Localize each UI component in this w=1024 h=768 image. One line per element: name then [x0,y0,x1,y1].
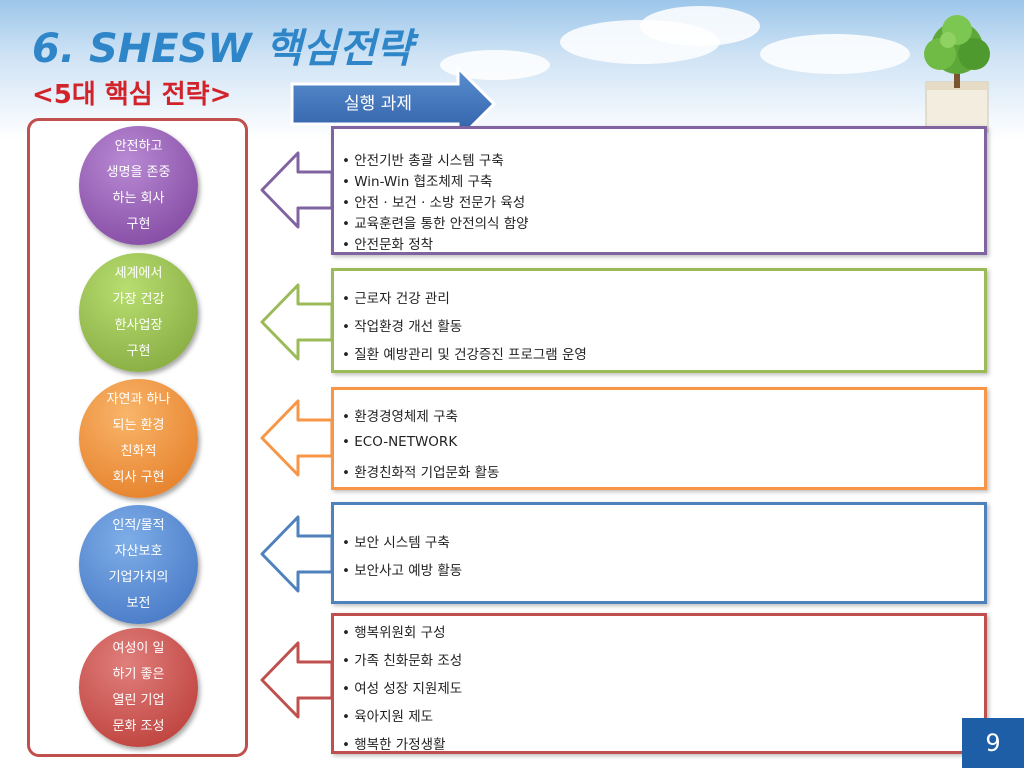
task-item: • 안전문화 정착 [342,237,434,253]
circle-line: 하기 좋은 [112,666,165,682]
task-item: • 교육훈련을 통한 안전의식 함양 [342,216,529,232]
circle-line: 안전하고 [114,138,163,154]
task-item: • 안전 · 보건 · 소방 전문가 육성 [342,195,526,211]
page-number-badge: 9 [962,718,1024,768]
task-box-security: • 보안 시스템 구축 • 보안사고 예방 활동 [331,502,987,604]
task-box-safety: • 안전기반 총괄 시스템 구축 • Win-Win 협조체제 구축 • 안전 … [331,126,987,255]
cloud-shape [760,34,910,74]
circle-line: 문화 조성 [112,718,165,734]
circle-line: 여성이 일 [112,640,165,656]
task-item: • 안전기반 총괄 시스템 구축 [342,153,504,169]
left-arrow-icon [260,515,334,593]
circle-line: 친화적 [120,443,157,459]
page-subtitle: <5대 핵심 전략> [32,80,232,110]
circle-line: 구현 [126,343,151,359]
task-box-environment: • 환경경영체제 구축 • ECO-NETWORK • 환경친화적 기업문화 활… [331,387,987,490]
strategy-circle-security: 인적/물적 자산보호 기업가치의 보전 [79,505,198,624]
page-title: 6. SHESW 핵심전략 [32,26,413,72]
exec-tasks-label: 실행 과제 [344,94,412,114]
strategy-circle-environment: 자연과 하나 되는 환경 친화적 회사 구현 [79,379,198,498]
task-item: • ECO-NETWORK [342,434,458,450]
circle-line: 자연과 하나 [106,391,171,407]
circle-line: 되는 환경 [112,417,165,433]
strategy-circle-safety: 안전하고 생명을 존중 하는 회사 구현 [79,126,198,245]
task-item: • 가족 친화문화 조성 [342,653,463,669]
task-box-welfare: • 행복위원회 구성 • 가족 친화문화 조성 • 여성 성장 지원제도 • 육… [331,613,987,754]
task-item: • 환경경영체제 구축 [342,409,458,425]
task-item: • 행복위원회 구성 [342,625,446,641]
strategy-circle-health: 세계에서 가장 건강 한사업장 구현 [79,253,198,372]
left-arrow-icon [260,641,334,719]
task-item: • 작업환경 개선 활동 [342,319,463,335]
cloud-shape [640,6,760,46]
tree-icon [924,15,990,133]
circle-line: 인적/물적 [112,517,165,533]
circle-line: 하는 회사 [112,190,165,206]
circle-line: 구현 [126,216,151,232]
sky-background [0,0,1024,140]
circle-line: 기업가치의 [108,569,169,585]
circle-line: 자산보호 [114,543,163,559]
task-item: • 근로자 건강 관리 [342,291,450,307]
left-arrow-icon [260,283,334,361]
circle-line: 열린 기업 [112,692,165,708]
task-item: • 보안 시스템 구축 [342,535,450,551]
circle-line: 회사 구현 [112,469,165,485]
circle-line: 가장 건강 [112,291,165,307]
left-arrow-icon [260,399,334,477]
task-box-health: • 근로자 건강 관리 • 작업환경 개선 활동 • 질환 예방관리 및 건강증… [331,268,987,373]
circle-line: 한사업장 [114,317,163,333]
strategy-circle-welfare: 여성이 일 하기 좋은 열린 기업 문화 조성 [79,628,198,747]
task-item: • 보안사고 예방 활동 [342,563,463,579]
circle-line: 생명을 존중 [106,164,171,180]
left-arrow-icon [260,151,334,229]
exec-tasks-arrow: 실행 과제 [288,64,498,144]
task-item: • 여성 성장 지원제도 [342,681,463,697]
task-item: • Win-Win 협조체제 구축 [342,174,493,190]
task-item: • 질환 예방관리 및 건강증진 프로그램 운영 [342,347,587,363]
task-item: • 행복한 가정생활 [342,737,446,753]
circle-line: 세계에서 [114,265,163,281]
task-item: • 육아지원 제도 [342,709,434,725]
task-item: • 환경친화적 기업문화 활동 [342,465,500,481]
circle-line: 보전 [126,595,151,611]
